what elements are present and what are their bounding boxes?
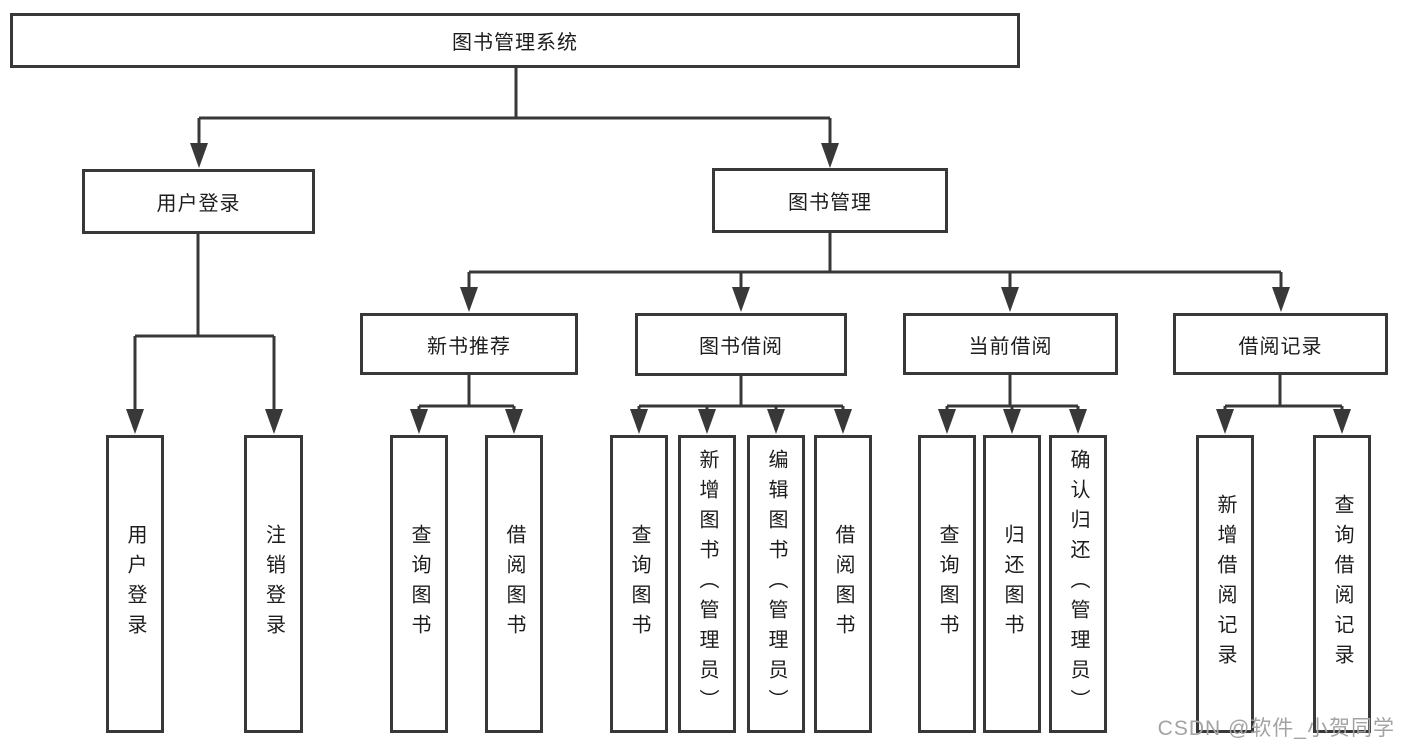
leaf-logout-login: 注销登录 — [244, 435, 303, 733]
leaf-query-borrow-record: 查询借阅记录 — [1313, 435, 1371, 733]
node-new-book-recommend: 新书推荐 — [360, 313, 578, 375]
node-borrowing-records: 借阅记录 — [1173, 313, 1388, 375]
node-user-login: 用户登录 — [82, 169, 315, 234]
node-current-borrowing: 当前借阅 — [903, 313, 1118, 375]
leaf-query-books-current: 查询图书 — [918, 435, 976, 733]
connector-user-login — [133, 234, 276, 412]
connector-borrowing-records — [1223, 375, 1344, 414]
leaf-add-book-admin: 新增图书（管理员） — [678, 435, 736, 733]
leaf-add-borrow-record: 新增借阅记录 — [1196, 435, 1254, 733]
connector-root — [197, 68, 832, 146]
leaf-borrow-books-recommend: 借阅图书 — [485, 435, 543, 733]
leaf-query-books-recommend: 查询图书 — [390, 435, 448, 733]
connector-book-management — [467, 233, 1283, 290]
leaf-query-books-borrowing: 查询图书 — [610, 435, 668, 733]
watermark-text: CSDN @软件_小贺同学 — [1157, 717, 1395, 740]
node-book-borrowing: 图书借阅 — [635, 313, 847, 376]
leaf-user-login: 用户登录 — [106, 435, 164, 733]
leaf-edit-book-admin: 编辑图书（管理员） — [747, 435, 805, 733]
leaf-confirm-return-admin: 确认归还（管理员） — [1049, 435, 1107, 733]
leaf-borrow-books-borrowing: 借阅图书 — [814, 435, 872, 733]
connector-book-borrowing — [637, 376, 845, 414]
arrowheads — [126, 143, 1351, 434]
leaf-return-books: 归还图书 — [983, 435, 1041, 733]
connector-new-book-recommend — [417, 375, 516, 414]
connector-current-borrowing — [945, 375, 1080, 414]
node-book-management: 图书管理 — [712, 168, 948, 233]
node-library-system: 图书管理系统 — [10, 13, 1020, 68]
